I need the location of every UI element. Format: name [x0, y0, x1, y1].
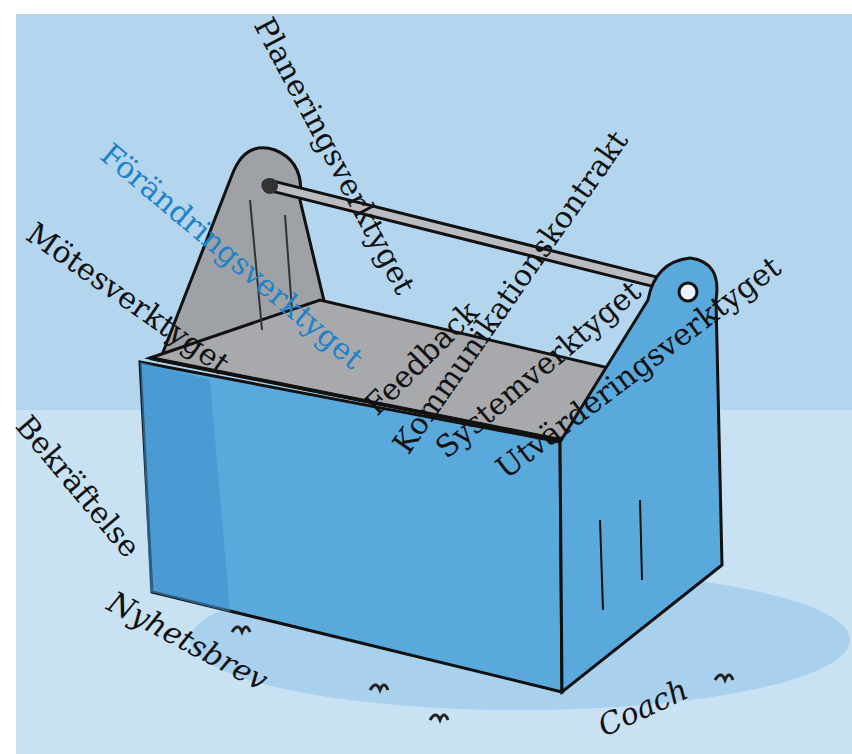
handle-end [262, 178, 278, 194]
wall-background [16, 14, 852, 754]
front-shading [140, 362, 230, 612]
handle-hole [679, 283, 697, 301]
wood-grain [600, 500, 642, 610]
